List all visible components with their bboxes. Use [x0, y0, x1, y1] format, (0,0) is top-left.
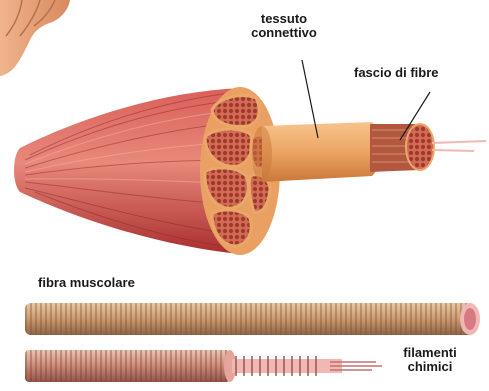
chemical-filaments-label: filamenti chimici [380, 346, 480, 374]
chemical-filaments-label-line2: chimici [380, 360, 480, 374]
connective-tissue-label-line2: connettivo [236, 26, 332, 40]
connective-tissue-label: tessuto connettivo [236, 12, 332, 40]
chemical-filaments-label-line1: filamenti [380, 346, 480, 360]
fiber-bundle [370, 124, 486, 172]
muscle-fiber [25, 303, 480, 335]
myofibril [25, 350, 236, 382]
muscle-fiber-label: fibra muscolare [38, 276, 135, 290]
fiber-bundle-label: fascio di fibre [354, 66, 439, 80]
hand-illustration [0, 0, 70, 76]
connective-tissue-label-line1: tessuto [236, 12, 332, 26]
chemical-filaments [232, 356, 382, 376]
